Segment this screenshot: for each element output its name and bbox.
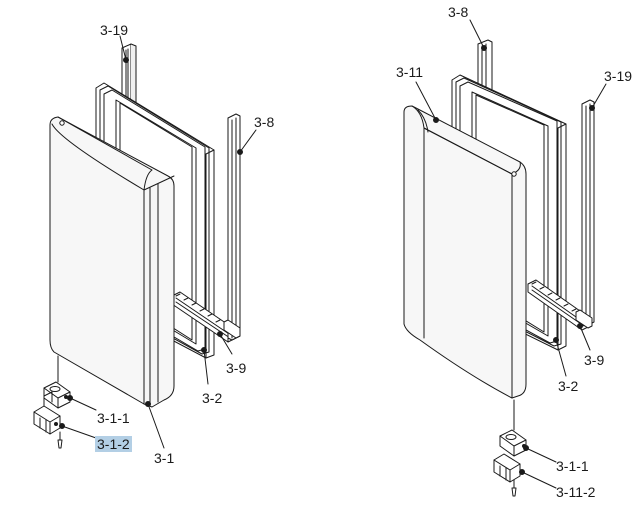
leader-dot [433,117,439,123]
right-bottom-rail-3-9 [527,279,591,331]
left-door-panel-3-1 [49,116,175,408]
leader-dot [201,347,207,353]
label-right-3-11: 3-11 [396,64,423,80]
right-seal-strip-3-19 [575,99,595,329]
label-left-3-9: 3-9 [226,360,247,376]
left-seal-strip-3-8 [223,113,241,341]
leader-left-3-1-1 [69,397,97,411]
label-right-3-9: 3-9 [584,352,605,368]
leader-dot [217,331,223,337]
leader-left-3-9 [219,333,233,355]
leader-left-3-2 [203,349,209,385]
right-screw [511,479,517,497]
leader-dot [59,423,65,429]
label-left-3-8: 3-8 [254,114,275,130]
leader-right-3-11 [415,81,437,121]
label-left-3-19: 3-19 [100,22,129,38]
leader-dot [589,105,595,111]
leader-left-3-8 [239,129,257,153]
leader-right-3-1-1 [525,447,557,463]
left-hinge-mount-3-1-2 [33,391,61,435]
leader-left-3-1 [147,403,165,449]
leader-dot [523,445,529,451]
leader-right-3-19 [591,83,607,109]
leader-dot [519,469,525,475]
left-assembly [33,43,241,449]
label-right-3-1-1: 3-1-1 [556,458,589,474]
left-hinge-3-1-1 [43,355,71,409]
label-right-3-19: 3-19 [604,68,633,84]
leader-right-3-2 [555,339,567,377]
leader-dot [237,149,243,155]
leader-dot [145,401,151,407]
leader-right-3-11-2 [521,471,557,489]
leader-left-3-1-2 [61,425,97,439]
right-hinge-3-1-1 [499,399,527,457]
right-hinge-mount-3-11-2 [493,453,524,483]
label-left-3-1-2: 3-1-2 [95,436,132,452]
leader-dot [481,45,487,51]
label-right-3-11-2: 3-11-2 [556,484,596,500]
leader-lines [59,19,607,489]
label-left-3-2: 3-2 [202,390,223,406]
leader-left-3-19 [119,35,127,61]
leader-right-3-9 [579,325,591,351]
label-right-3-2: 3-2 [558,378,579,394]
leader-dot [123,57,129,63]
right-door-panel-3-11 [403,105,527,399]
leader-right-3-8 [469,19,485,49]
leader-dot [553,337,559,343]
right-assembly [403,39,595,497]
leader-dot [67,395,73,401]
label-right-3-8: 3-8 [448,4,469,20]
label-left-3-1-1: 3-1-1 [97,410,130,426]
leader-dot [577,323,583,329]
left-screw [57,431,63,449]
label-left-3-1: 3-1 [154,450,175,466]
